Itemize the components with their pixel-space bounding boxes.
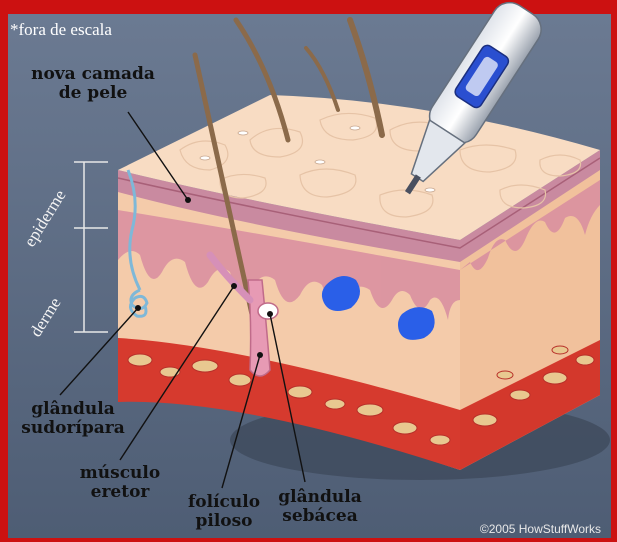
label-follicle-line1: folículo [176,493,272,512]
label-muscle-line1: músculo [70,464,170,483]
label-sebaceous-line1: glândula [272,488,368,507]
copyright-text: ©2005 HowStuffWorks [480,522,601,536]
label-muscle-line2: eretor [70,483,170,502]
label-sweat-gland: glândula sudorípara [18,400,128,438]
label-new-skin-line1: nova camada [28,65,158,84]
label-sebaceous-line2: sebácea [272,507,368,526]
label-follicle-line2: piloso [176,512,272,531]
label-sweat-line1: glândula [18,400,128,419]
label-new-skin-line2: de pele [28,84,158,103]
sebaceous-gland-shape [258,303,278,319]
label-sweat-line2: sudorípara [18,419,128,438]
label-sebaceous-gland: glândula sebácea [272,488,368,526]
label-hair-follicle: folículo piloso [176,493,272,531]
label-arrector-muscle: músculo eretor [70,464,170,502]
label-new-skin-layer: nova camada de pele [28,65,158,103]
scale-note: *fora de escala [10,20,112,40]
